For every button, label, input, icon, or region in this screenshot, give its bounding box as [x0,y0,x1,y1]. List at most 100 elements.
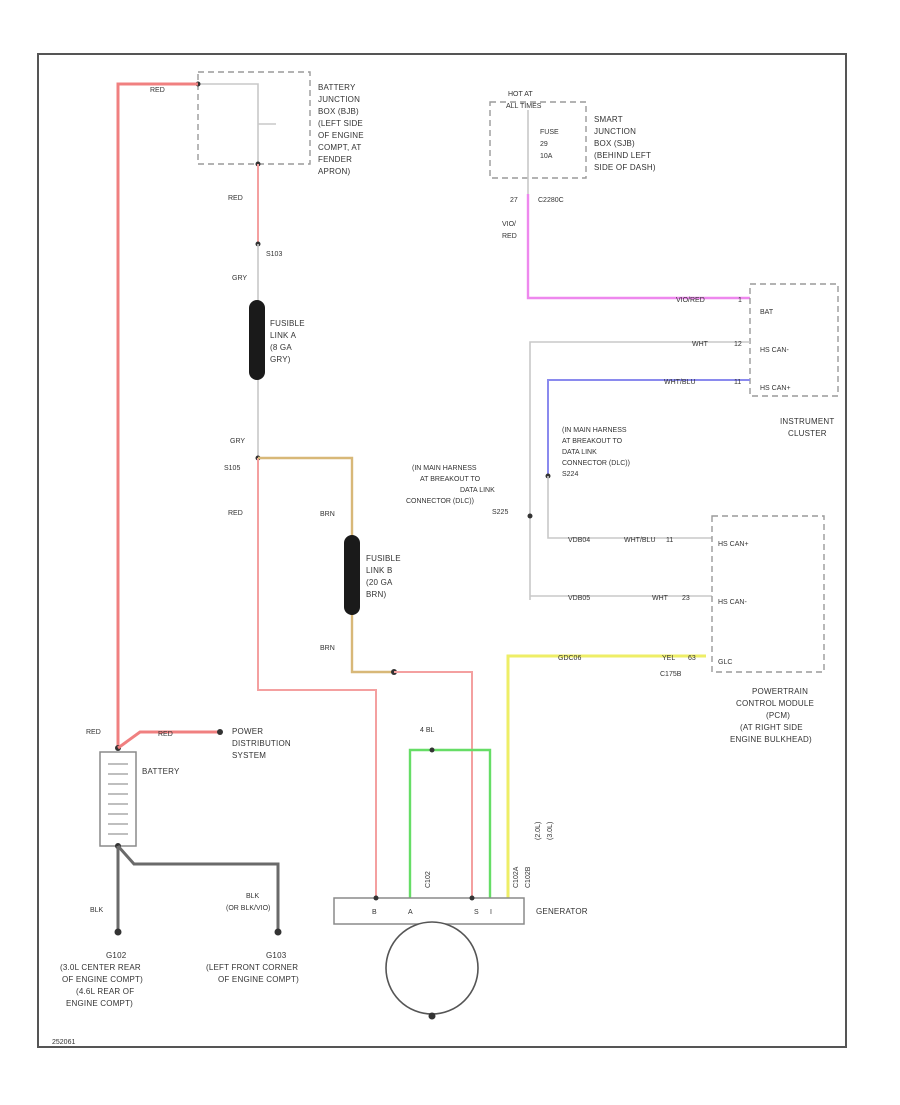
generator-terminal-a: A [408,909,413,916]
svg-text:FUSE: FUSE [540,129,559,136]
sjb-wire-color-2: RED [502,233,517,240]
ground-g103-label: (LEFT FRONT CORNER OF ENGINE COMPT) [206,963,299,984]
sjb-hot-line-1: HOT AT [508,91,533,98]
svg-text:(4.6L REAR OF: (4.6L REAR OF [76,987,134,996]
generator-conn-20l: (2.0L) [535,822,542,840]
svg-text:29: 29 [540,141,548,148]
fusible-link-b-label: FUSIBLE LINK B (20 GA BRN) [366,554,401,599]
svg-text:HS CAN-: HS CAN- [760,347,789,354]
svg-text:FUSIBLE: FUSIBLE [366,554,401,563]
battery-label: BATTERY [142,767,180,776]
ground-g103-id: G103 [266,951,287,960]
svg-text:(LEFT SIDE: (LEFT SIDE [318,119,363,128]
svg-text:JUNCTION: JUNCTION [318,95,360,104]
svg-text:VIO/RED: VIO/RED [676,297,705,304]
sjb-wire-color-1: VIO/ [502,221,516,228]
wire-label-brn-lower: BRN [320,645,335,652]
svg-text:HS CAN+: HS CAN+ [760,385,791,392]
wire-label-red-left: RED [228,510,243,517]
sjb-label: SMART JUNCTION BOX (SJB) (BEHIND LEFT SI… [594,115,656,172]
diagram-id: 252061 [52,1039,75,1046]
wire-wht-blu-to-pcm [547,476,712,539]
svg-text:POWERTRAIN: POWERTRAIN [752,687,808,696]
power-distribution-label: POWER DISTRIBUTION SYSTEM [232,727,291,760]
generator-label: GENERATOR [536,907,588,916]
wire-label-blk-right-2: (OR BLK/VIO) [226,905,270,912]
wire-green-sense [408,748,492,898]
generator-terminal-s: S [474,909,479,916]
generator-terminal-i: I [490,909,492,916]
wire-label-brn-upper: BRN [320,511,335,518]
svg-text:INSTRUMENT: INSTRUMENT [780,417,834,426]
wire-label-gry-upper: GRY [232,275,247,282]
cluster-pin-3: WHT/BLU 11 HS CAN+ [664,379,791,392]
svg-text:POWER: POWER [232,727,263,736]
svg-text:CONTROL MODULE: CONTROL MODULE [736,699,814,708]
generator-conn-c102b: C102B [525,866,532,888]
svg-text:VDB04: VDB04 [568,537,590,544]
svg-text:BRN): BRN) [366,590,386,599]
svg-text:WHT: WHT [652,595,669,602]
splice-s105-label: S105 [224,465,240,472]
svg-text:CLUSTER: CLUSTER [788,429,827,438]
harness-dlc-lower-label: (IN MAIN HARNESS AT BREAKOUT TO DATA LIN… [406,465,508,516]
svg-text:(BEHIND LEFT: (BEHIND LEFT [594,151,651,160]
instrument-cluster-box [749,283,839,397]
svg-text:(AT RIGHT SIDE: (AT RIGHT SIDE [740,723,803,732]
wire-label-gry-lower: GRY [230,438,245,445]
pcm-box [711,515,825,673]
svg-text:FENDER: FENDER [318,155,352,164]
svg-text:11: 11 [666,537,673,544]
svg-text:VDB05: VDB05 [568,595,590,602]
harness-dlc-upper-label: (IN MAIN HARNESS AT BREAKOUT TO DATA LIN… [562,427,630,478]
svg-text:CONNECTOR (DLC)): CONNECTOR (DLC)) [562,460,630,467]
bjb-internal-bus [198,83,259,164]
pcm-pin-3: 63 [688,655,696,662]
svg-text:(IN MAIN HARNESS: (IN MAIN HARNESS [412,465,477,472]
svg-text:(LEFT FRONT CORNER: (LEFT FRONT CORNER [206,963,298,972]
splice-s225-dot [527,513,533,519]
svg-text:HS CAN+: HS CAN+ [718,541,749,548]
wire-red-power-distribution [117,730,218,750]
wire-red-battery-to-bjb [116,82,198,748]
wire-label-red-battery: RED [86,729,101,736]
svg-text:23: 23 [682,595,690,602]
ground-g103-dot [274,928,282,936]
generator-conn-c102: C102 [425,871,432,888]
wire-wht-blu-to-cluster [547,379,750,476]
svg-text:11: 11 [734,379,741,386]
svg-text:ENGINE COMPT): ENGINE COMPT) [66,999,133,1008]
battery-junction-box [197,71,311,165]
svg-text:SMART: SMART [594,115,623,124]
svg-text:SIDE OF DASH): SIDE OF DASH) [594,163,656,172]
svg-text:BAT: BAT [760,309,774,316]
ground-g102-dot [114,928,122,936]
svg-text:OF ENGINE COMPT): OF ENGINE COMPT) [62,975,143,984]
svg-text:(8 GA: (8 GA [270,343,292,352]
wire-label-grn: 4 BL [420,727,435,734]
cluster-pin-2: WHT 12 HS CAN- [692,341,789,354]
generator-connector-block [333,897,525,925]
smart-junction-box [489,101,587,179]
svg-text:WHT: WHT [692,341,709,348]
svg-text:AT BREAKOUT TO: AT BREAKOUT TO [562,438,623,445]
bjb-label: BATTERY JUNCTION BOX (BJB) (LEFT SIDE OF… [318,83,364,176]
svg-text:DATA LINK: DATA LINK [460,487,495,494]
wire-brn-fusible-b [258,456,394,674]
generator-a-dot [469,895,475,901]
ground-g102-label: (3.0L CENTER REAR OF ENGINE COMPT) (4.6L… [60,963,143,1008]
pcm-pin-1: VDB04 WHT/BLU 11 HS CAN+ [568,537,749,548]
svg-text:(3.0L CENTER REAR: (3.0L CENTER REAR [60,963,141,972]
pcm-wire-3: YEL [662,655,675,662]
wire-red-s105-to-generator [257,458,377,898]
fusible-link-b [344,535,360,615]
pcm-label: POWERTRAIN CONTROL MODULE (PCM) (AT RIGH… [730,687,814,744]
generator-b-dot [373,895,379,901]
svg-text:ENGINE BULKHEAD): ENGINE BULKHEAD) [730,735,812,744]
svg-text:LINK A: LINK A [270,331,297,340]
pcm-pin-3-name: GLC [718,659,732,666]
pcm-connector-label: C175B [660,671,682,678]
svg-text:APRON): APRON) [318,167,350,176]
green-splice-dot [429,747,435,753]
